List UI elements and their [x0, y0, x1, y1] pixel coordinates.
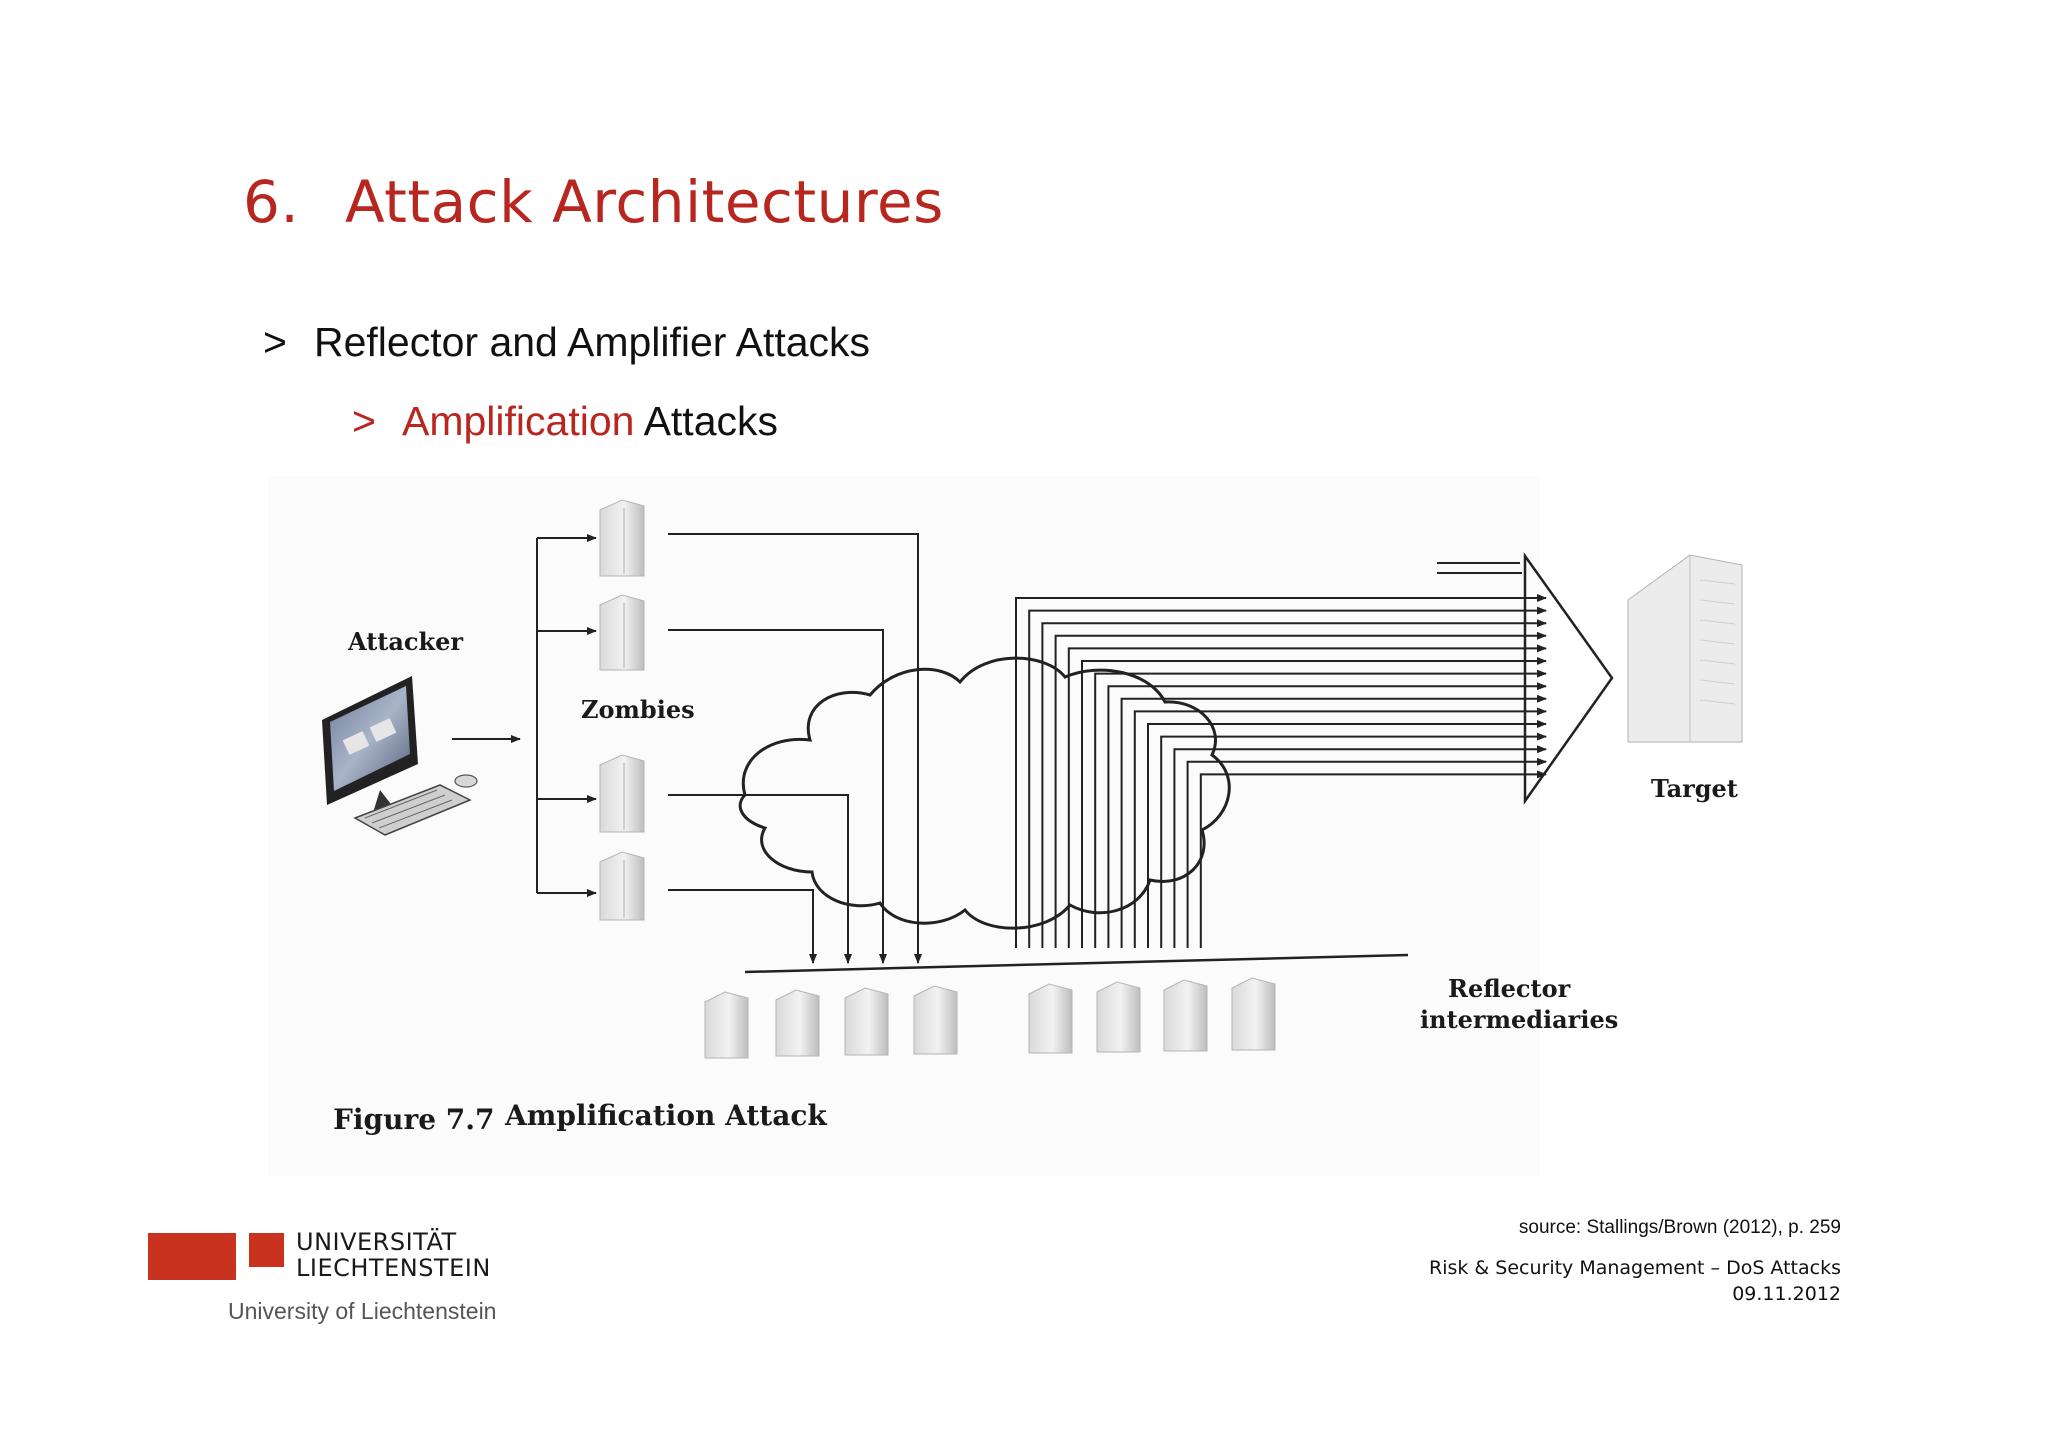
target-server-icon — [1627, 554, 1743, 743]
reflector-servers — [704, 977, 1276, 1059]
reflected-traffic-line — [1199, 770, 1547, 948]
reflected-traffic-line — [1028, 606, 1547, 948]
reflected-traffic-line — [1120, 694, 1547, 948]
reflector-server-icon — [1163, 979, 1208, 1052]
target-label: Target — [1651, 774, 1738, 803]
zombie-server-icon — [599, 499, 645, 577]
reflector-label-line1: Reflector — [1448, 974, 1571, 1003]
footer-course: Risk & Security Management – DoS Attacks — [1429, 1257, 1841, 1279]
bullet-accent-text: Amplification — [402, 398, 635, 444]
reflected-traffic-line — [1094, 669, 1547, 948]
figure-number: Figure 7.7 — [333, 1103, 494, 1136]
command-tree — [536, 534, 597, 897]
logo-block-small — [249, 1233, 284, 1267]
figure-panel — [268, 476, 1540, 1176]
reflected-traffic-line — [1160, 732, 1547, 948]
title-text: Attack Architectures — [345, 168, 944, 236]
slide-title: 6. Attack Architectures — [243, 168, 944, 236]
reflected-traffic-line — [1054, 631, 1547, 948]
bullet-text: Reflector and Amplifier Attacks — [314, 319, 871, 365]
reflected-traffic-line — [1081, 657, 1547, 948]
reflected-traffic-lines — [1015, 594, 1547, 948]
bullet-marker: > — [352, 398, 376, 444]
bullet-amplification-attacks: > Amplification Attacks — [352, 398, 778, 445]
reflector-label-line2: intermediaries — [1420, 1005, 1618, 1034]
figure-caption: Amplification Attack — [504, 1099, 827, 1132]
reflector-baseline — [744, 953, 1409, 974]
reflected-traffic-line — [1041, 619, 1547, 948]
reflected-traffic-line — [1015, 594, 1547, 948]
reflector-server-icon — [1231, 977, 1276, 1051]
bullet-reflector-amplifier: > Reflector and Amplifier Attacks — [263, 319, 870, 366]
reflected-traffic-line — [1173, 745, 1547, 948]
incoming-traffic-lines — [1437, 562, 1522, 574]
bullet-marker: > — [263, 319, 287, 365]
reflector-server-icon — [704, 991, 749, 1059]
attacker-computer-icon — [322, 676, 478, 836]
reflector-server-icon — [1096, 981, 1141, 1053]
flood-arrowhead — [1523, 552, 1614, 805]
internet-cloud — [738, 656, 1231, 930]
logo-block-large — [148, 1233, 236, 1280]
footer-info: Risk & Security Management – DoS Attacks… — [1429, 1255, 1841, 1307]
zombie-to-reflector-lines — [668, 533, 922, 964]
logo-subtitle: University of Liechtenstein — [228, 1298, 497, 1324]
logo-line2: LIECHTENSTEIN — [296, 1254, 491, 1282]
reflector-server-icon — [913, 985, 958, 1055]
attacker-label: Attacker — [347, 627, 463, 656]
bullet-rest-text: Attacks — [634, 398, 778, 444]
section-number: 6. — [243, 168, 300, 236]
reflected-traffic-line — [1107, 682, 1547, 948]
reflected-traffic-line — [1133, 707, 1547, 948]
reflector-server-icon — [1028, 983, 1073, 1054]
reflected-traffic-line — [1147, 720, 1547, 948]
source-citation: source: Stallings/Brown (2012), p. 259 — [1518, 1217, 1841, 1238]
footer-date: 09.11.2012 — [1732, 1283, 1841, 1305]
zombie-server-icon — [599, 594, 645, 671]
reflector-server-icon — [844, 987, 889, 1056]
zombie-server-icon — [599, 851, 645, 921]
reflected-traffic-line — [1186, 757, 1547, 948]
reflected-traffic-line — [1067, 644, 1547, 948]
zombie-servers — [599, 499, 645, 921]
zombie-server-icon — [599, 754, 645, 833]
zombies-label: Zombies — [581, 695, 695, 724]
reflector-server-icon — [775, 989, 820, 1057]
logo-line1: UNIVERSITÄT — [296, 1228, 457, 1256]
